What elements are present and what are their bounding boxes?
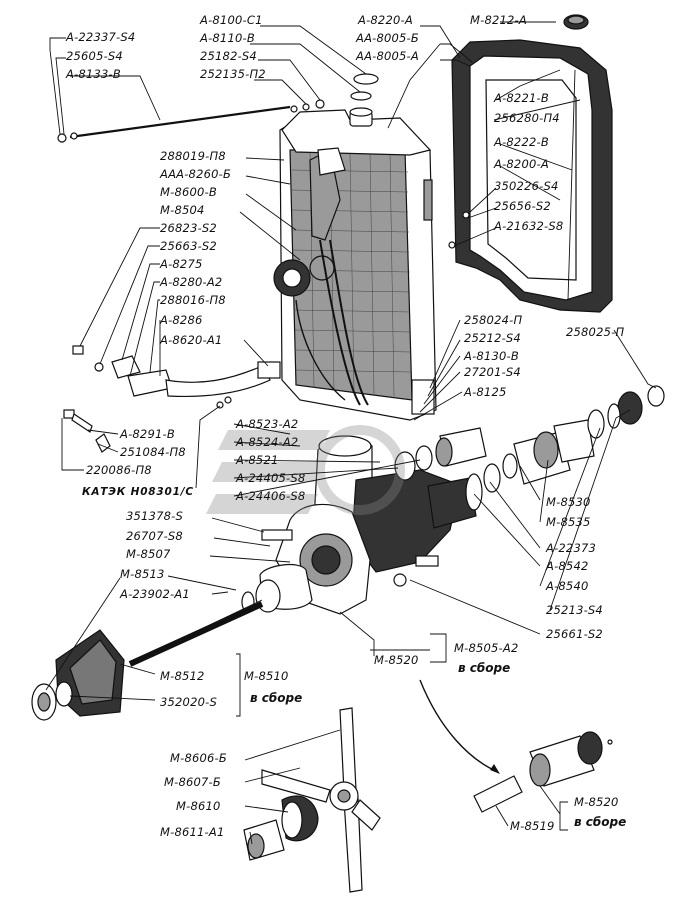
label-26707s8: 26707-S8 — [126, 529, 183, 543]
radiator-shroud — [448, 39, 613, 313]
label-m8505a2: М-8505-А2 — [454, 641, 518, 655]
label-a22373: А-22373 — [545, 541, 596, 555]
label-a8524a2: А-8524-А2 — [235, 435, 298, 449]
label-a24405s8: А-24405-S8 — [235, 471, 305, 485]
label-m8535: М-8535 — [546, 515, 591, 529]
label-350226s4: 350226-S4 — [494, 179, 558, 193]
label-m8507: М-8507 — [126, 547, 171, 561]
label-m8520b: М-8520 — [574, 795, 619, 809]
label-a8110b: А-8110-В — [199, 31, 255, 45]
label-m8606b: М-8606-Б — [170, 751, 227, 765]
label-25656s2: 25656-S2 — [494, 199, 551, 213]
drain-rod — [57, 105, 291, 143]
top-fasteners — [290, 73, 379, 113]
label-aaa8260b: ААА-8260-Б — [159, 167, 231, 181]
label-a8130b: А-8130-В — [463, 349, 519, 363]
label-m8611a1: М-8611-А1 — [160, 825, 224, 839]
label-351378s: 351378-S — [126, 509, 183, 523]
pump-shaft-impeller — [31, 563, 313, 721]
label-251084p8: 251084-П8 — [120, 445, 186, 459]
label-m8504: М-8504 — [160, 203, 205, 217]
label-m8510-assembly: в сборе — [250, 691, 302, 705]
label-288016p8: 288016-П8 — [160, 293, 226, 307]
cooling-fan — [243, 707, 381, 893]
label-a8542: А-8542 — [545, 559, 588, 573]
label-25661s2: 25661-S2 — [546, 627, 603, 641]
label-a8100c1: А-8100-С1 — [199, 13, 263, 27]
label-a8286: А-8286 — [159, 313, 202, 327]
label-a8222b: А-8222-В — [493, 135, 549, 149]
label-256280p4: 256280-П4 — [494, 111, 560, 125]
shaft-subassembly — [419, 679, 613, 813]
label-a21632s8: А-21632-S8 — [493, 219, 563, 233]
label-m8212a: М-8212-А — [470, 13, 527, 27]
label-m8607b: М-8607-Б — [164, 775, 221, 789]
label-m8610: М-8610 — [176, 799, 221, 813]
label-25663s2: 25663-S2 — [160, 239, 217, 253]
label-a8540: А-8540 — [545, 579, 588, 593]
label-a8200a: А-8200-А — [493, 157, 549, 171]
label-25213s4: 25213-S4 — [546, 603, 603, 617]
label-25212s4: 25212-S4 — [464, 331, 521, 345]
label-a8221b: А-8221-В — [493, 91, 549, 105]
label-a23902a1: А-23902-А1 — [119, 587, 190, 601]
label-aa8005b: АА-8005-Б — [355, 31, 419, 45]
label-m8505a2-assembly: в сборе — [458, 661, 510, 675]
label-a8280a2: А-8280-А2 — [159, 275, 222, 289]
label-aa8005a: АА-8005-А — [355, 49, 419, 63]
label-m8512: М-8512 — [160, 669, 205, 683]
label-a8125: А-8125 — [463, 385, 506, 399]
label-m8510: М-8510 — [244, 669, 289, 683]
label-m8600b: М-8600-В — [160, 185, 217, 199]
part-labels: А-8100-С1 А-8110-В 25182-S4 252135-П2 А-… — [65, 13, 626, 839]
label-a22337s4: А-22337-S4 — [65, 30, 135, 44]
watermark-mark — [206, 425, 405, 515]
label-m8520: М-8520 — [374, 653, 419, 667]
label-katek-stamp: КАТЭК Н08301/С — [82, 486, 194, 498]
label-a8291b: А-8291-В — [119, 427, 175, 441]
label-27201s4: 27201-S4 — [464, 365, 521, 379]
label-a8521: А-8521 — [235, 453, 278, 467]
label-m8520b-assembly: в сборе — [574, 815, 626, 829]
label-a8133b: А-8133-В — [65, 67, 121, 81]
label-26823s2: 26823-S2 — [160, 221, 217, 235]
label-25605s4: 25605-S4 — [66, 49, 123, 63]
label-a8275: А-8275 — [159, 257, 202, 271]
cap-m8212 — [563, 14, 589, 30]
label-a8620a1: А-8620-А1 — [159, 333, 222, 347]
leader-lines — [45, 21, 657, 845]
label-220086p8: 220086-П8 — [86, 463, 152, 477]
label-258025p: 258025-П — [566, 325, 624, 339]
radiator-core — [273, 107, 437, 421]
label-352020s: 352020-S — [160, 695, 217, 709]
label-25182s4: 25182-S4 — [200, 49, 257, 63]
label-m8530: М-8530 — [546, 495, 591, 509]
label-a24406s8: А-24406-S8 — [235, 489, 305, 503]
label-258024p: 258024-П — [464, 313, 522, 327]
label-a8523a2: А-8523-А2 — [235, 417, 298, 431]
label-m8513: М-8513 — [120, 567, 165, 581]
label-252135p2: 252135-П2 — [200, 67, 266, 81]
label-288019p8: 288019-П8 — [160, 149, 226, 163]
lower-left-bolts — [63, 345, 281, 453]
label-m8519: М-8519 — [510, 819, 555, 833]
label-a8220a: А-8220-А — [357, 13, 413, 27]
